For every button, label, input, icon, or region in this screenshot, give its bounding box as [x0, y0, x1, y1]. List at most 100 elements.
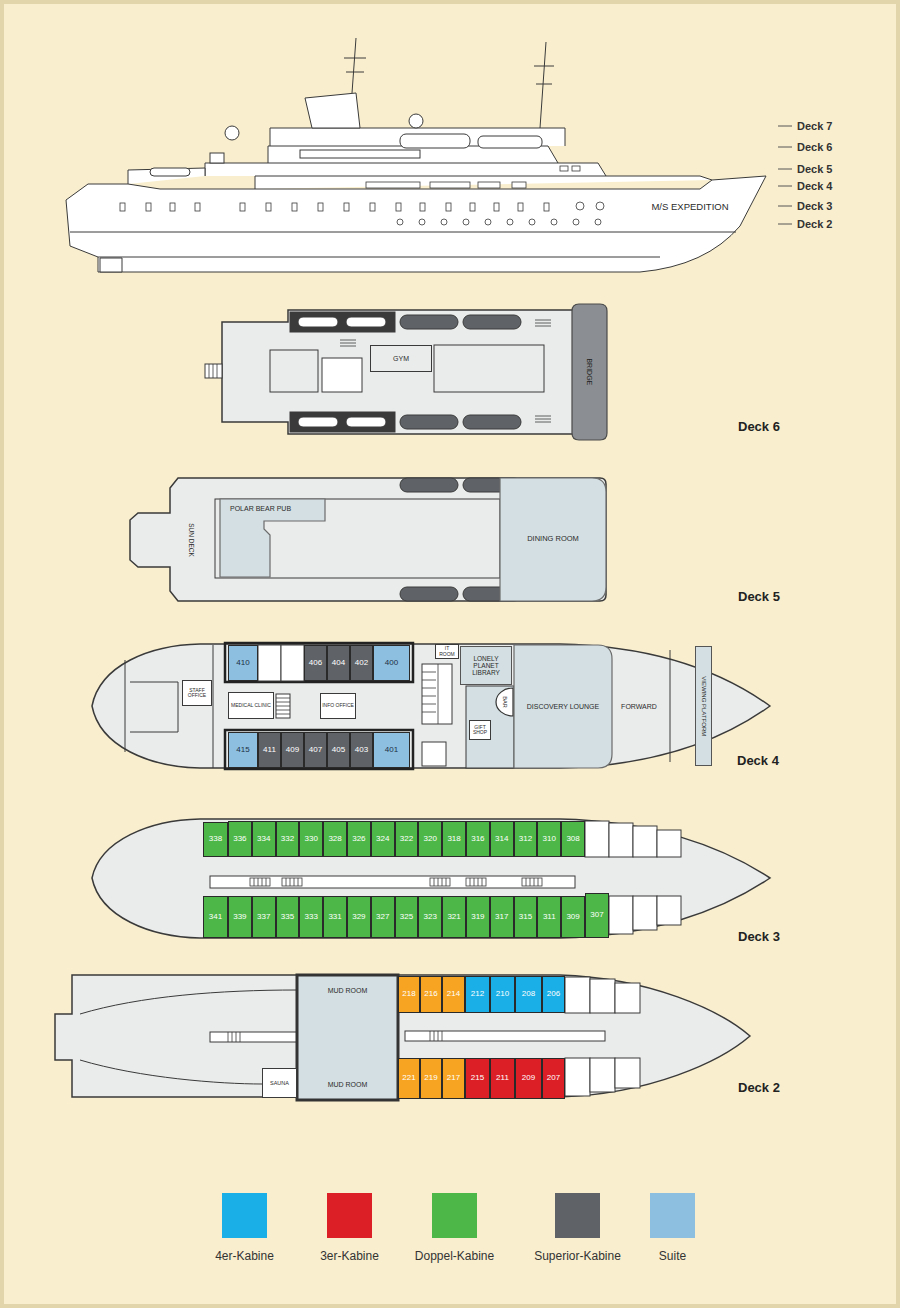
window: [573, 219, 579, 225]
room-label: BRIDGE: [586, 359, 594, 386]
cabin-number: 341: [209, 913, 222, 922]
deck-5-plan: [130, 478, 606, 601]
cabin-number: 209: [522, 1074, 535, 1083]
deck-3-plan: [210, 876, 575, 888]
cabin-number: 210: [496, 990, 509, 999]
cabin-number: 403: [355, 746, 368, 755]
bridge-area: BRIDGE: [572, 304, 607, 440]
stairs: [250, 878, 542, 886]
ship-side-view: [66, 38, 792, 272]
deck-2-plan: [615, 1058, 640, 1088]
deck-2-plan: [565, 977, 590, 1013]
room: SAUNA: [262, 1068, 297, 1098]
ship-side-view: [205, 163, 606, 176]
cabin: 209: [515, 1058, 542, 1099]
deck-label: Deck 2: [738, 1081, 780, 1095]
cabin: 338: [203, 822, 228, 857]
cabin: 221: [398, 1058, 420, 1099]
cabin-number: 415: [236, 746, 249, 755]
deck-6-plan: [340, 320, 551, 422]
window: [551, 219, 557, 225]
room: GIFT SHOP: [469, 720, 491, 740]
deck-3-plan: [609, 896, 633, 934]
deck-3-plan: [633, 826, 657, 857]
room-label: SAUNA: [270, 1080, 289, 1086]
room: VIEWING PLATFORM: [695, 646, 712, 766]
cabin-number: 337: [257, 913, 270, 922]
cabin: 405: [327, 732, 350, 768]
window: [596, 202, 604, 210]
room-label: MUD ROOM: [328, 987, 368, 995]
cabin: 404: [327, 645, 350, 681]
ship-side-view: [100, 258, 122, 272]
deck-4-plan: [276, 698, 290, 714]
cabin: 309: [561, 896, 585, 938]
cabin: 319: [466, 896, 490, 938]
cabin-number: 219: [424, 1074, 437, 1083]
deck-6-plan: [205, 310, 575, 434]
cabin: 216: [420, 976, 442, 1013]
deck-label: Deck 5: [797, 163, 832, 175]
window: [430, 182, 470, 188]
cabin-number: 339: [233, 913, 246, 922]
room-label: GYM: [393, 355, 409, 363]
deck-4-plan: [125, 645, 670, 768]
room: DISCOVERY LOUNGE: [514, 645, 612, 768]
room: DINING ROOM: [500, 478, 606, 601]
window: [419, 219, 425, 225]
room-label: DINING ROOM: [527, 535, 579, 543]
cabin: 332: [276, 821, 300, 857]
deck-3-plan: [609, 823, 633, 857]
ship-side-view: [540, 42, 546, 128]
cabin: 339: [228, 896, 252, 938]
cabin: 210: [490, 976, 515, 1013]
cabin: 217: [442, 1058, 465, 1099]
cabin: 334: [252, 821, 276, 857]
cabin-number: 214: [447, 990, 460, 999]
deck-label: Deck 4: [797, 180, 832, 192]
ship-side-view: [268, 146, 558, 163]
deck-2-plan: [590, 979, 615, 1013]
window: [518, 203, 523, 211]
cabin-number: 407: [309, 746, 322, 755]
cabin-number: 411: [263, 746, 276, 755]
cabin: 325: [395, 896, 419, 938]
stairs: [522, 878, 542, 886]
legend-text: 4er-Kabine: [215, 1249, 274, 1263]
cabin: 324: [371, 821, 395, 857]
cabin-number: 309: [566, 913, 579, 922]
cabin-number: 329: [352, 913, 365, 922]
deck-2-plan: [297, 975, 398, 1100]
cabin: 318: [442, 821, 466, 857]
cabin: 327: [371, 896, 395, 938]
window: [470, 203, 475, 211]
deck-4-plan: [466, 686, 514, 768]
cabin-number: 401: [385, 746, 398, 755]
deck-6-plan: [434, 345, 544, 392]
legend-swatch: [650, 1193, 695, 1238]
window: [529, 219, 535, 225]
cabin-number: 307: [590, 911, 603, 920]
deck-4-plan: [258, 645, 281, 681]
cabin-number: 321: [447, 913, 460, 922]
cabin: 311: [537, 896, 561, 938]
deck-4-plan: [276, 694, 290, 718]
cabin-number: 406: [309, 659, 322, 668]
bridge-area-outline: [572, 304, 607, 440]
window: [576, 202, 584, 210]
cabin: 214: [442, 976, 465, 1013]
ship-side-view: [300, 150, 420, 158]
cabin-number: 330: [305, 835, 318, 844]
deck-6-plan: [322, 358, 362, 392]
deck-label: Deck 2: [797, 218, 832, 230]
window: [120, 166, 604, 225]
cabin-number: 312: [519, 835, 532, 844]
cabin: 336: [228, 821, 252, 857]
window: [595, 219, 601, 225]
room: MUD ROOM: [299, 1037, 396, 1098]
ship-side-view: [98, 257, 660, 258]
room-outline: [500, 478, 606, 601]
legend-swatch: [327, 1193, 372, 1238]
